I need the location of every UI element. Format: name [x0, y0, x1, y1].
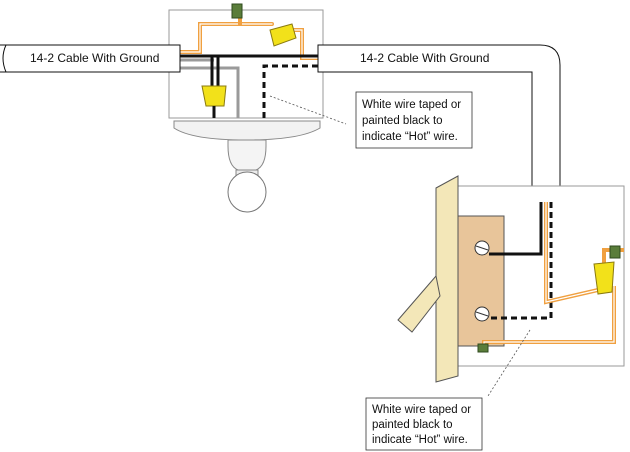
switch-ground-screw	[477, 343, 489, 353]
right-cable-label: 14-2 Cable With Ground	[360, 51, 489, 65]
top-note-leader-line	[269, 95, 347, 125]
ceiling-hot-wire-nut	[201, 85, 227, 107]
ceiling-hot-wires	[180, 54, 318, 88]
top-note-line-1: White wire taped or	[362, 99, 461, 111]
left-cable-label: 14-2 Cable With Ground	[30, 51, 159, 65]
bottom-note-line-1: White wire taped or	[372, 404, 471, 416]
ceiling-ground-screw	[231, 3, 243, 19]
ceiling-junction-box	[168, 9, 324, 119]
ceiling-taped-white-wire	[262, 64, 318, 118]
light-bulb-icon	[227, 169, 267, 213]
light-fixture-canopy	[173, 120, 321, 141]
bottom-note-line-3: indicate “Hot” wire.	[372, 434, 468, 446]
ceiling-ground-wires	[178, 14, 320, 60]
ceiling-neutral-wire	[180, 58, 240, 118]
bottom-note-box	[365, 397, 483, 451]
switch-body	[457, 215, 505, 347]
switch-cover-plate	[435, 175, 459, 383]
top-note-line-3: indicate “Hot” wire.	[362, 131, 458, 143]
switch-bottom-screw	[474, 306, 490, 322]
left-cable	[0, 44, 181, 73]
switch-ground-wire-nut	[593, 261, 615, 295]
bottom-note-leader-line	[487, 329, 531, 397]
bottom-note-line-2: painted black to	[372, 419, 453, 431]
ceiling-ground-wire-nut	[269, 23, 297, 47]
switch-top-screw	[474, 240, 490, 256]
top-note-line-2: painted black to	[362, 115, 443, 127]
switch-taped-white-wire	[489, 202, 553, 320]
light-socket	[227, 139, 267, 171]
switch-box-ground-screw	[609, 245, 621, 259]
top-note-box	[355, 91, 473, 149]
switch-hot-wire	[489, 202, 543, 256]
switch-toggle-lever	[397, 274, 441, 333]
